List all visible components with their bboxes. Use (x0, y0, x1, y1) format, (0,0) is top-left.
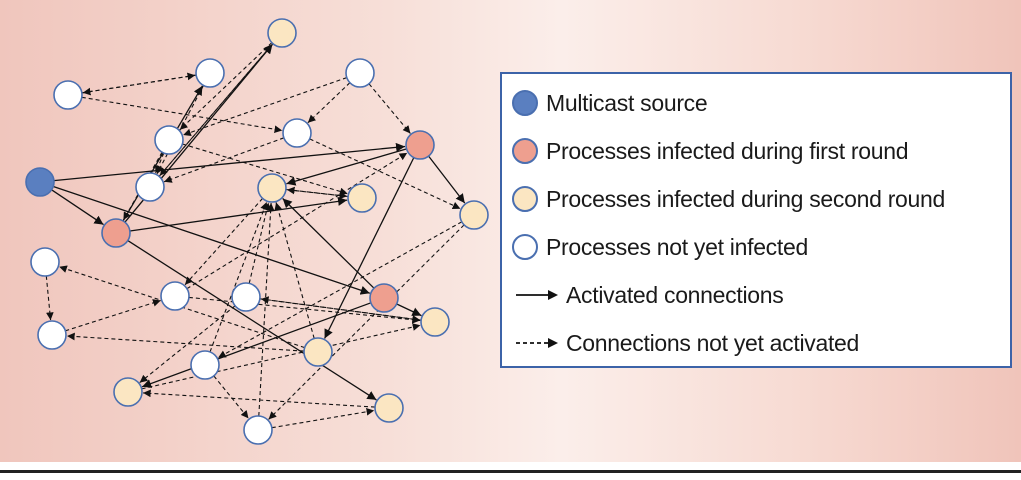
process-node-first-round-F2 (405, 130, 435, 160)
inactive-connection-W5-W6 (163, 137, 285, 183)
process-node-not-infected-W9 (160, 281, 190, 311)
nodes-layer (25, 18, 489, 445)
edges-layer (45, 42, 466, 429)
legend-second-round-swatch (512, 186, 538, 212)
inactive-connection-W10-H (139, 305, 236, 384)
inactive-connection-D-W12 (268, 224, 465, 420)
legend-first-round-swatch (512, 138, 538, 164)
process-node-first-round-F3 (369, 283, 399, 313)
process-node-not-infected-W11 (190, 350, 220, 380)
inactive-connection-W2-W6 (156, 85, 204, 174)
bottom-rule (0, 470, 1021, 473)
inactive-connection-W10-G (259, 298, 421, 323)
legend-box: Multicast source Processes infected duri… (500, 72, 1012, 368)
inactive-connection-W12-I (271, 407, 375, 429)
inactive-connection-W11-B (209, 201, 268, 353)
process-node-source-S (25, 167, 55, 197)
activated-connection-S-F3 (53, 185, 371, 295)
process-node-second-round-H (113, 377, 143, 407)
activated-connection-F1-C (129, 196, 348, 232)
process-node-not-infected-W3 (345, 58, 375, 88)
inactive-connection-W3-F2 (368, 83, 411, 134)
process-node-not-infected-W2 (195, 58, 225, 88)
process-node-second-round-E (303, 337, 333, 367)
legend-row-inactive-edge: Connections not yet activated (512, 326, 859, 360)
legend-label-inactive-edge: Connections not yet activated (566, 329, 860, 356)
inactive-connection-W11-W12 (213, 375, 249, 419)
process-node-not-infected-W1 (53, 80, 83, 110)
activated-connection-S-F2 (53, 142, 406, 182)
process-node-second-round-D (459, 200, 489, 230)
process-node-not-infected-W8 (37, 320, 67, 350)
process-node-second-round-C (347, 183, 377, 213)
inactive-connection-A-W6 (159, 43, 274, 176)
activated-connection-F2-D (428, 155, 466, 204)
gossip-network-graph (25, 18, 489, 445)
inactive-connection-W7-W8 (45, 275, 54, 321)
inactive-connection-W12-B (258, 202, 275, 417)
activated-connection-F3-G (396, 303, 422, 317)
legend-label-second-round: Processes infected during second round (546, 185, 946, 212)
inactive-connection-B-W9 (184, 198, 264, 286)
inactive-connection-W4-W6 (154, 152, 165, 174)
inactive-connection-W8-W9 (65, 299, 161, 332)
process-node-not-infected-W5 (282, 118, 312, 148)
legend-row-source: Multicast source (512, 86, 708, 120)
legend-row-first-round: Processes infected during first round (512, 134, 909, 168)
inactive-connection-H-G (141, 323, 421, 390)
activated-connection-F1-I (127, 240, 377, 401)
inactive-connection-W3-W5 (307, 82, 351, 124)
inactive-connection-W10-B (248, 202, 271, 284)
legend-row-second-round: Processes infected during second round (512, 182, 945, 216)
inactive-connection-A-W4 (179, 42, 273, 131)
process-node-not-infected-W4 (154, 125, 184, 155)
inactive-connection-I-H (142, 389, 376, 408)
legend-row-not-infected: Processes not yet infected (512, 230, 808, 264)
activated-connection-F2-B (286, 148, 407, 186)
process-node-second-round-I (374, 393, 404, 423)
legend-label-active-edge: Activated connections (566, 281, 784, 308)
solid-arrow-icon (516, 290, 558, 300)
legend-label-not-infected: Processes not yet infected (546, 233, 808, 260)
activated-connection-F3-F (282, 198, 375, 289)
process-node-not-infected-W7 (30, 247, 60, 277)
process-node-second-round-G (420, 307, 450, 337)
inactive-connection-W4-C (182, 143, 348, 196)
legend-label-source: Multicast source (546, 89, 708, 116)
inactive-connection-W4-F1 (122, 151, 163, 221)
process-node-not-infected-W6 (135, 172, 165, 202)
process-node-first-round-F1 (101, 218, 131, 248)
inactive-connection-G-W10 (260, 296, 422, 321)
legend-row-active-edge: Activated connections (512, 278, 784, 312)
dashed-arrow-icon (516, 338, 558, 348)
activated-connection-S-F1 (51, 189, 104, 226)
process-node-second-round-A (267, 18, 297, 48)
inactive-connection-E-W8 (66, 332, 305, 352)
inactive-connection-W9-G (188, 296, 421, 324)
legend-label-first-round: Processes infected during first round (546, 137, 909, 164)
inactive-connection-W1-W5 (81, 96, 283, 134)
inactive-connection-W9-F2 (186, 152, 408, 290)
inactive-connection-W2-W1 (82, 74, 197, 96)
inactive-connection-D-W11 (217, 221, 463, 359)
legend-source-swatch (512, 90, 538, 116)
inactive-connection-W3-W4 (183, 77, 347, 137)
process-node-not-infected-W10 (231, 282, 261, 312)
activated-connection-F2-E (324, 157, 415, 339)
activated-connection-F3-H (141, 302, 372, 388)
legend-not-infected-swatch (512, 234, 538, 260)
process-node-second-round-B (257, 173, 287, 203)
diagram-background: Multicast source Processes infected duri… (0, 0, 1021, 462)
process-node-not-infected-W12 (243, 415, 273, 445)
inactive-connection-E-F (274, 202, 315, 339)
inactive-connection-W5-D (309, 138, 461, 210)
